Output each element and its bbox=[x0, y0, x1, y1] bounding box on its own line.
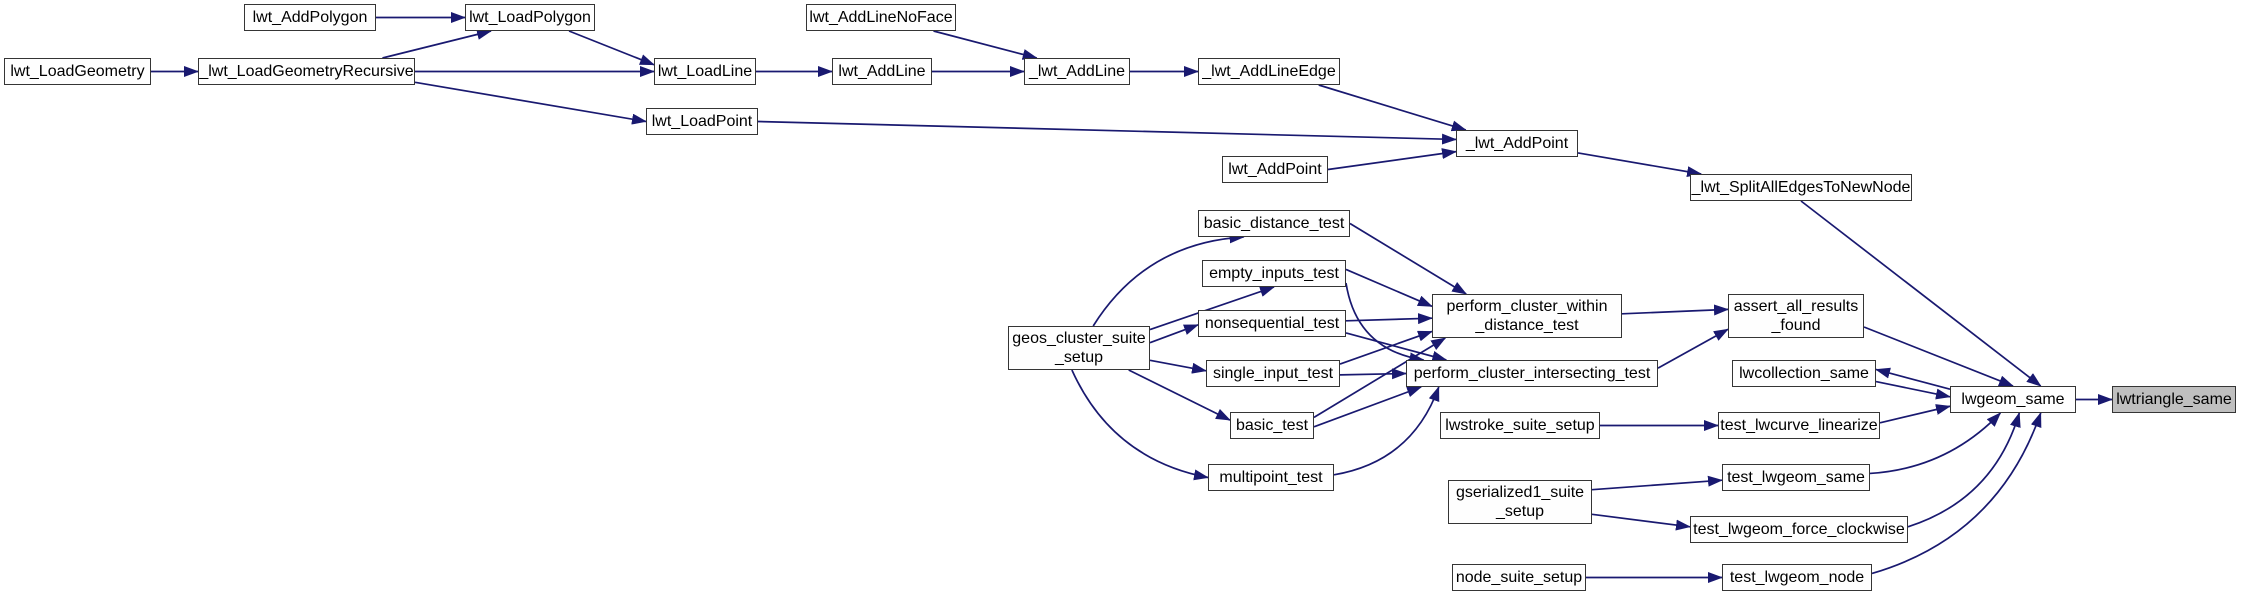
graph-node-node_suite_setup[interactable]: node_suite_setup bbox=[1452, 564, 1586, 591]
call-edge-geos_cluster_suite_setup-to-nonsequential_test bbox=[1149, 324, 1199, 344]
graph-node-basic_test[interactable]: basic_test bbox=[1230, 412, 1314, 439]
call-edge-empty_inputs_test-to-perform_cluster_within_distance_test bbox=[1345, 268, 1433, 308]
graph-node-geos_cluster_suite_setup[interactable]: geos_cluster_suite _setup bbox=[1008, 326, 1150, 370]
call-edge-lwt_LoadPolygon-to-lwt_LoadLine bbox=[568, 30, 655, 66]
graph-node-nonsequential_test[interactable]: nonsequential_test bbox=[1198, 310, 1346, 337]
call-edge-lwt_AddLineNoFace-to-_lwt_AddLine bbox=[933, 30, 1038, 60]
graph-node-_lwt_LoadGeometryRecursive[interactable]: _lwt_LoadGeometryRecursive bbox=[198, 58, 415, 85]
call-edge-geos_cluster_suite_setup-to-basic_test bbox=[1128, 369, 1231, 421]
call-edge-perform_cluster_within_distance_test-to-assert_all_results_found bbox=[1621, 304, 1729, 316]
graph-node-lwstroke_suite_setup[interactable]: lwstroke_suite_setup bbox=[1440, 412, 1600, 439]
edge-paths bbox=[151, 12, 2113, 583]
call-edge-_lwt_AddPoint-to-_lwt_SplitAllEdgesToNewNode bbox=[1577, 152, 1703, 178]
graph-node-lwt_AddLineNoFace[interactable]: lwt_AddLineNoFace bbox=[806, 4, 956, 31]
graph-node-lwt_AddPolygon[interactable]: lwt_AddPolygon bbox=[244, 4, 376, 31]
graph-node-multipoint_test[interactable]: multipoint_test bbox=[1208, 464, 1334, 491]
call-edge-gserialized1_suite_setup-to-test_lwgeom_same bbox=[1591, 475, 1723, 491]
graph-node-test_lwcurve_linearize[interactable]: test_lwcurve_linearize bbox=[1718, 412, 1880, 439]
call-edge-_lwt_AddLineEdge-to-_lwt_AddPoint bbox=[1318, 84, 1467, 132]
graph-node-lwt_AddPoint[interactable]: lwt_AddPoint bbox=[1222, 156, 1328, 183]
graph-node-gserialized1_suite_setup[interactable]: gserialized1_suite _setup bbox=[1448, 480, 1592, 524]
call-edge-single_input_test-to-perform_cluster_within_distance_test bbox=[1339, 330, 1433, 365]
graph-node-empty_inputs_test[interactable]: empty_inputs_test bbox=[1202, 260, 1346, 287]
call-edge-_lwt_LoadGeometryRecursive-to-lwt_LoadPolygon bbox=[382, 29, 492, 59]
graph-node-perform_cluster_intersecting_test[interactable]: perform_cluster_intersecting_test bbox=[1406, 360, 1658, 387]
call-edge-perform_cluster_intersecting_test-to-assert_all_results_found bbox=[1657, 328, 1729, 369]
graph-node-_lwt_AddPoint[interactable]: _lwt_AddPoint bbox=[1456, 130, 1578, 157]
graph-node-_lwt_AddLine[interactable]: _lwt_AddLine bbox=[1024, 58, 1130, 85]
call-edge-basic_distance_test-to-perform_cluster_within_distance_test bbox=[1349, 222, 1468, 295]
call-edge-empty_inputs_test-to-perform_cluster_intersecting_test bbox=[1345, 282, 1425, 364]
call-edge-geos_cluster_suite_setup-to-multipoint_test bbox=[1071, 369, 1209, 481]
call-edge-geos_cluster_suite_setup-to-basic_distance_test bbox=[1092, 232, 1245, 327]
call-edge-lwt_AddPoint-to-_lwt_AddPoint bbox=[1327, 148, 1457, 171]
graph-node-lwt_LoadPolygon[interactable]: lwt_LoadPolygon bbox=[465, 4, 595, 31]
graph-node-lwt_LoadLine[interactable]: lwt_LoadLine bbox=[654, 58, 756, 85]
call-edge-basic_test-to-perform_cluster_within_distance_test bbox=[1313, 337, 1447, 419]
graph-node-lwcollection_same[interactable]: lwcollection_same bbox=[1732, 360, 1876, 387]
call-edge-geos_cluster_suite_setup-to-single_input_test bbox=[1149, 359, 1207, 374]
call-edge-_lwt_SplitAllEdgesToNewNode-to-lwgeom_same bbox=[1800, 200, 2042, 387]
call-edge-single_input_test-to-perform_cluster_intersecting_test bbox=[1339, 368, 1407, 380]
graph-node-assert_all_results_found[interactable]: assert_all_results _found bbox=[1728, 294, 1864, 338]
graph-node-lwt_AddLine[interactable]: lwt_AddLine bbox=[832, 58, 932, 85]
call-edge-lwt_LoadPoint-to-_lwt_AddPoint bbox=[757, 120, 1457, 145]
graph-node-lwgeom_same[interactable]: lwgeom_same bbox=[1950, 386, 2076, 413]
graph-node-basic_distance_test[interactable]: basic_distance_test bbox=[1198, 210, 1350, 237]
graph-node-perform_cluster_within_distance_test[interactable]: perform_cluster_within _distance_test bbox=[1432, 294, 1622, 338]
call-edge-gserialized1_suite_setup-to-test_lwgeom_force_clockwise bbox=[1591, 513, 1691, 531]
graph-node-test_lwgeom_same[interactable]: test_lwgeom_same bbox=[1722, 464, 1870, 491]
call-edge-basic_test-to-perform_cluster_intersecting_test bbox=[1313, 386, 1423, 428]
call-edge-nonsequential_test-to-perform_cluster_intersecting_test bbox=[1345, 332, 1448, 362]
call-edge-test_lwgeom_node-to-lwgeom_same bbox=[1871, 412, 2042, 575]
graph-node-single_input_test[interactable]: single_input_test bbox=[1206, 360, 1340, 387]
graph-node-test_lwgeom_node[interactable]: test_lwgeom_node bbox=[1722, 564, 1872, 591]
call-edge-assert_all_results_found-to-lwgeom_same bbox=[1863, 326, 2014, 387]
call-edge-nonsequential_test-to-perform_cluster_within_distance_test bbox=[1345, 313, 1433, 325]
call-edge-test_lwgeom_force_clockwise-to-lwgeom_same bbox=[1907, 412, 2021, 528]
call-edge-test_lwcurve_linearize-to-lwgeom_same bbox=[1879, 404, 1951, 424]
call-edge-lwcollection_same-to-lwgeom_same bbox=[1875, 380, 1951, 400]
call-edge-multipoint_test-to-perform_cluster_intersecting_test bbox=[1333, 386, 1440, 476]
call-edge-lwgeom_same-to-lwcollection_same bbox=[1875, 367, 1951, 391]
graph-node-test_lwgeom_force_clockwise[interactable]: test_lwgeom_force_clockwise bbox=[1690, 516, 1908, 543]
call-edge-_lwt_LoadGeometryRecursive-to-lwt_LoadPoint bbox=[414, 81, 647, 125]
graph-node-lwtriangle_same: lwtriangle_same bbox=[2112, 386, 2236, 413]
call-edge-test_lwgeom_same-to-lwgeom_same bbox=[1869, 412, 2002, 475]
call-edge-geos_cluster_suite_setup-to-empty_inputs_test bbox=[1149, 286, 1275, 331]
graph-node-lwt_LoadGeometry[interactable]: lwt_LoadGeometry bbox=[4, 58, 151, 85]
graph-node-_lwt_SplitAllEdgesToNewNode[interactable]: _lwt_SplitAllEdgesToNewNode bbox=[1690, 174, 1912, 201]
graph-node-lwt_LoadPoint[interactable]: lwt_LoadPoint bbox=[646, 108, 758, 135]
graph-node-_lwt_AddLineEdge[interactable]: _lwt_AddLineEdge bbox=[1198, 58, 1340, 85]
